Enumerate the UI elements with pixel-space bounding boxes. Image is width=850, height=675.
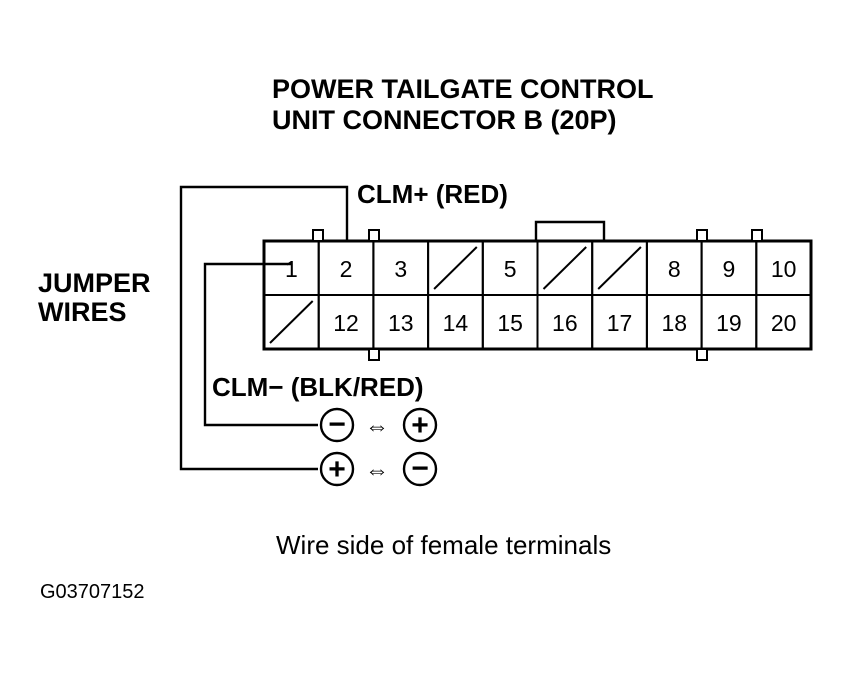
terminal-number: 1 xyxy=(285,256,298,282)
wire-positive-label: CLM+ (RED) xyxy=(357,179,508,209)
title-line-1: POWER TAILGATE CONTROL xyxy=(272,74,653,104)
terminal-number: 8 xyxy=(668,256,681,282)
jumper-wire-negative xyxy=(203,262,318,427)
terminal-number: 15 xyxy=(497,310,523,336)
empty-cavity-slash xyxy=(542,246,587,290)
terminal-cavity xyxy=(755,294,812,350)
title-line-2: UNIT CONNECTOR B (20P) xyxy=(272,105,617,135)
terminal-tab xyxy=(312,229,324,242)
empty-cavity-slash xyxy=(269,300,314,344)
figure-code: G03707152 xyxy=(40,581,145,603)
terminal-tab xyxy=(696,348,708,361)
double-arrow-icon: ⇔ xyxy=(365,413,389,440)
terminal-number: 20 xyxy=(771,310,797,336)
terminal-number: 9 xyxy=(723,256,736,282)
terminal-number: 18 xyxy=(661,310,687,336)
polarity-row-1: − ⇔ + xyxy=(319,407,438,443)
caption: Wire side of female terminals xyxy=(276,530,611,560)
wire-negative-label: CLM− (BLK/RED) xyxy=(212,372,424,402)
jumper-label-line-1: JUMPER xyxy=(38,268,151,298)
terminal-number: 5 xyxy=(504,256,517,282)
jumper-label-line-2: WIRES xyxy=(38,297,127,327)
terminal-tab xyxy=(368,229,380,242)
terminal-tab xyxy=(751,229,763,242)
terminal-number: 19 xyxy=(716,310,742,336)
jumper-wire-positive xyxy=(179,185,349,471)
terminal-number: 14 xyxy=(443,310,469,336)
terminal-number: 16 xyxy=(552,310,578,336)
terminal-tab xyxy=(696,229,708,242)
terminal-number: 2 xyxy=(340,256,353,282)
minus-circle-icon xyxy=(402,451,438,487)
terminal-number: 13 xyxy=(388,310,414,336)
double-arrow-icon: ⇔ xyxy=(365,457,389,484)
empty-cavity-slash xyxy=(433,246,478,290)
connector-lock-tab xyxy=(534,220,606,241)
plus-circle-icon xyxy=(319,451,355,487)
terminal-tab xyxy=(368,348,380,361)
minus-symbol: − xyxy=(328,408,346,441)
plus-circle-icon xyxy=(402,407,438,443)
minus-symbol: − xyxy=(411,452,429,485)
terminal-number: 3 xyxy=(394,256,407,282)
polarity-row-2: + ⇔ − xyxy=(319,451,438,487)
plus-symbol: + xyxy=(328,453,346,486)
terminal-number: 17 xyxy=(607,310,633,336)
terminal-number: 10 xyxy=(771,256,797,282)
minus-circle-icon xyxy=(319,407,355,443)
plus-symbol: + xyxy=(411,409,429,442)
empty-cavity-slash xyxy=(597,246,642,290)
terminal-number: 12 xyxy=(333,310,359,336)
